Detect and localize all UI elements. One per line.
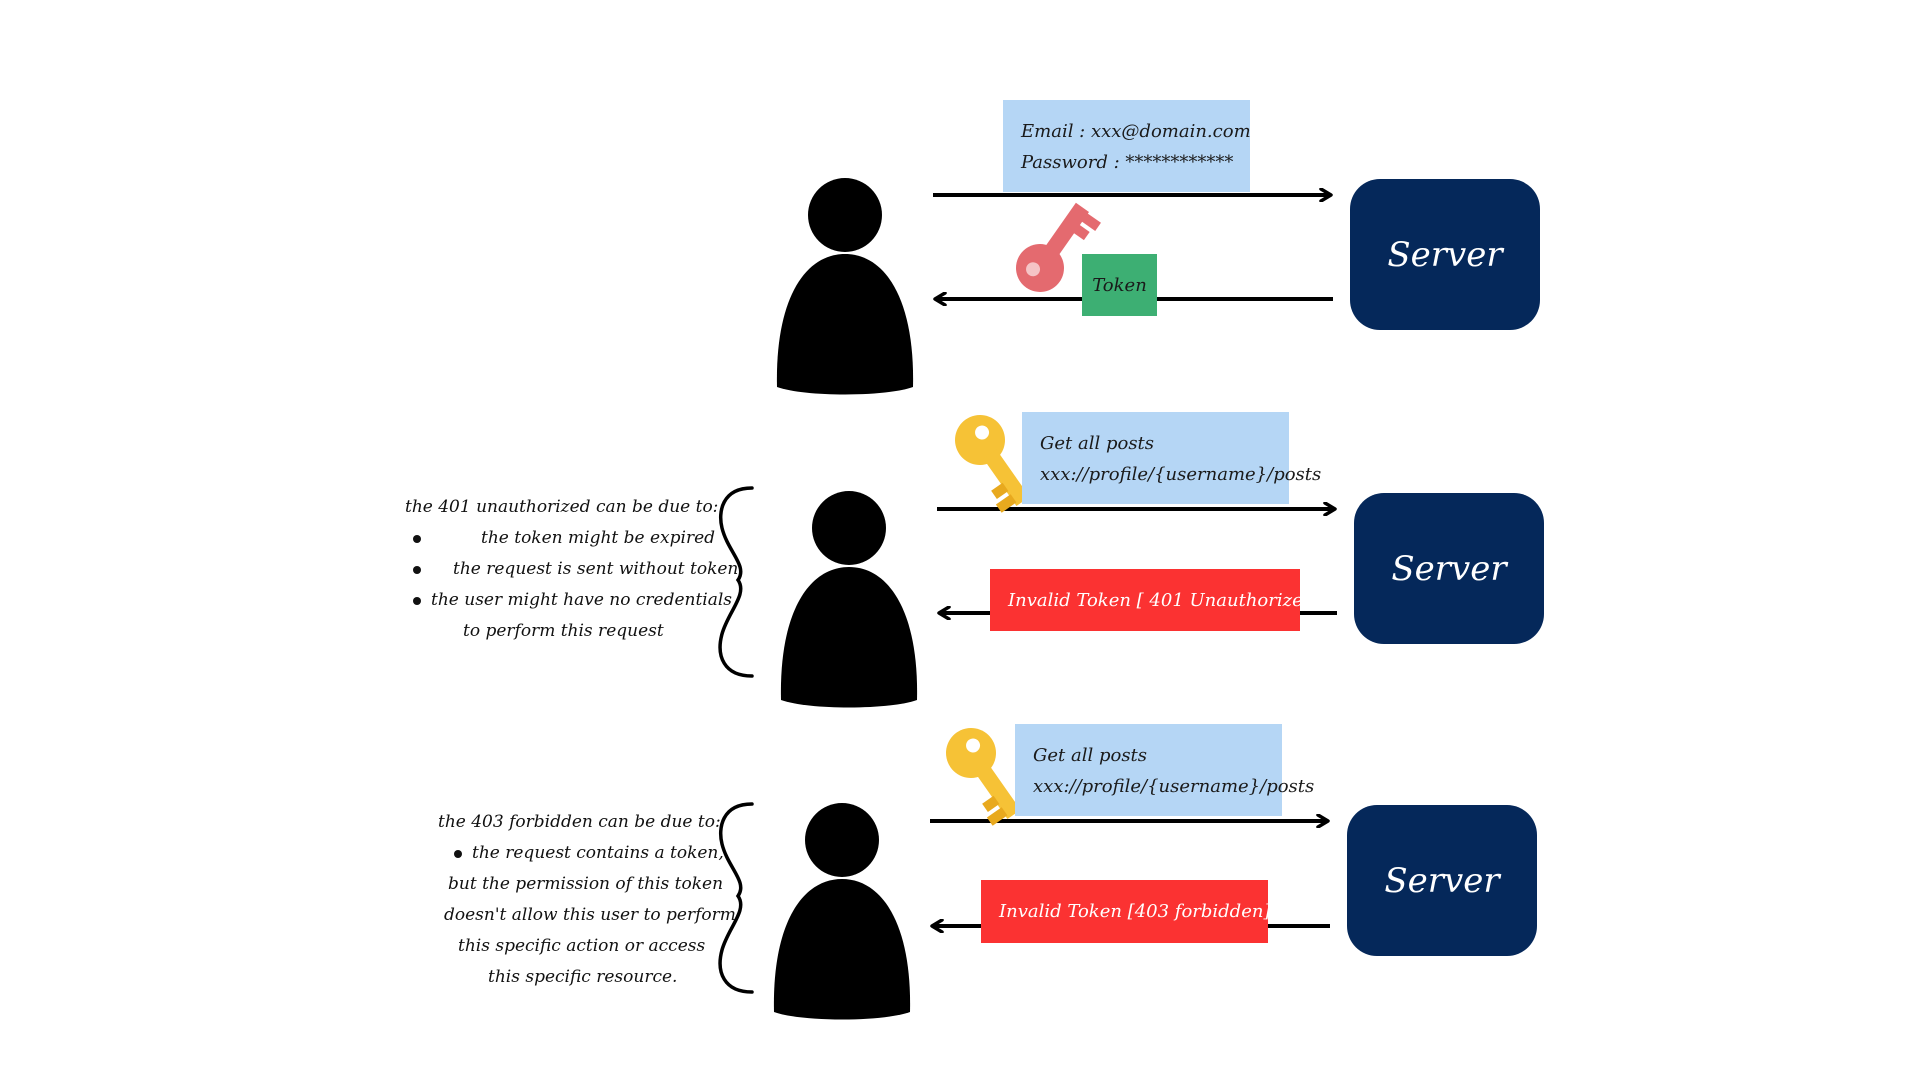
bullet-icon [413,596,421,605]
error-label: Invalid Token [ 401 Unauthorized ] [1008,589,1328,611]
explanation-heading: the 401 unauthorized can be due to: [405,497,719,517]
key-icon [1016,202,1101,292]
request-line-2: Password : ************ [1021,152,1234,173]
explanation-bullet: the request is sent without token [405,554,738,585]
explanation-continuation: to perform this request [463,621,664,641]
server-node: Server [1347,805,1537,956]
explanation-continuation: this specific action or access [458,936,706,956]
explanation-heading: the 403 forbidden can be due to: [438,812,721,832]
request-note: Get all posts xxx://profile/{username}/p… [1015,724,1315,816]
token-label: Token [1092,274,1147,296]
key-icon [946,728,1021,826]
server-label: Server [1387,235,1504,275]
token-badge: Token [1082,254,1157,316]
user-silhouette-icon [776,178,914,395]
server-label: Server [1391,549,1508,589]
error-badge-403: Invalid Token [403 forbidden] [981,880,1271,943]
bullet-icon [454,849,462,858]
request-line-1: Get all posts [1033,745,1148,766]
user-silhouette-icon [773,803,911,1020]
explanation-403: the 403 forbidden can be due to: the req… [438,807,736,987]
bullet-icon [413,534,421,543]
request-line-1: Email : xxx@domain.com [1021,121,1251,142]
bullet-icon [413,565,421,574]
request-line-2: xxx://profile/{username}/posts [1033,776,1315,797]
server-node: Server [1354,493,1544,644]
error-badge-401: Invalid Token [ 401 Unauthorized ] [990,569,1327,631]
explanation-401: the 401 unauthorized can be due to: the … [405,492,738,652]
explanation-bullet: the token might be expired [405,523,735,554]
explanation-continuation: doesn't allow this user to perform [444,905,736,925]
server-label: Server [1384,861,1501,901]
server-node: Server [1350,179,1540,330]
explanation-bullet: the request contains a token, [438,838,728,869]
user-silhouette-icon [780,491,918,708]
request-line-2: xxx://profile/{username}/posts [1040,464,1322,485]
explanation-continuation: but the permission of this token [448,874,724,894]
curly-brace-icon [718,802,754,994]
explanation-continuation: this specific resource. [488,967,678,987]
request-note: Get all posts xxx://profile/{username}/p… [1022,412,1322,504]
curly-brace-icon [718,486,754,678]
request-note: Email : xxx@domain.com Password : ******… [1003,100,1251,192]
explanation-bullet: the user might have no credentials [405,585,735,616]
key-icon [955,415,1030,513]
error-label: Invalid Token [403 forbidden] [999,901,1271,922]
request-line-1: Get all posts [1040,433,1155,454]
